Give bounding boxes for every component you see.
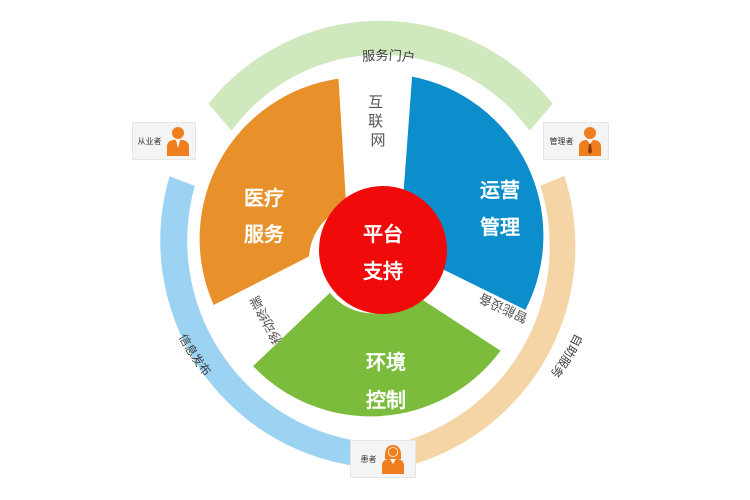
- role-practitioner-label: 从业者: [137, 136, 162, 146]
- medical-line-2: 服务: [244, 222, 285, 246]
- ring-self-service: [406, 175, 576, 466]
- segment-medical: [199, 78, 347, 305]
- role-manager-label: 管理者: [549, 136, 574, 146]
- gap-internet-char-3: 网: [370, 131, 385, 149]
- gap-internet-char-1: 互: [368, 93, 383, 111]
- environment-line-1: 环境: [366, 350, 406, 374]
- segment-environment: [253, 292, 501, 417]
- patient-icon: [381, 445, 404, 474]
- operations-line-1: 运营: [480, 178, 520, 202]
- center-line-2: 支持: [363, 259, 403, 283]
- operations-line-2: 管理: [480, 215, 520, 239]
- gap-internet-char-2: 联: [368, 112, 383, 130]
- ring-info-publish: [160, 176, 360, 467]
- gap-mobile-terminal: 移动终端: [247, 293, 286, 346]
- role-patient-label: 患者: [360, 454, 377, 464]
- environment-line-2: 控制: [366, 388, 406, 412]
- center-circle: [319, 186, 447, 314]
- gap-internet: 互 联 网: [368, 93, 388, 149]
- role-manager: 管理者: [543, 122, 609, 160]
- person-icon: [166, 127, 189, 156]
- center-line-1: 平台: [363, 222, 403, 246]
- ring-portal: [208, 20, 553, 131]
- medical-line-1: 医疗: [244, 186, 284, 210]
- role-patient: 患者: [350, 440, 416, 478]
- manager-icon: [578, 127, 601, 156]
- role-practitioner: 从业者: [132, 122, 196, 160]
